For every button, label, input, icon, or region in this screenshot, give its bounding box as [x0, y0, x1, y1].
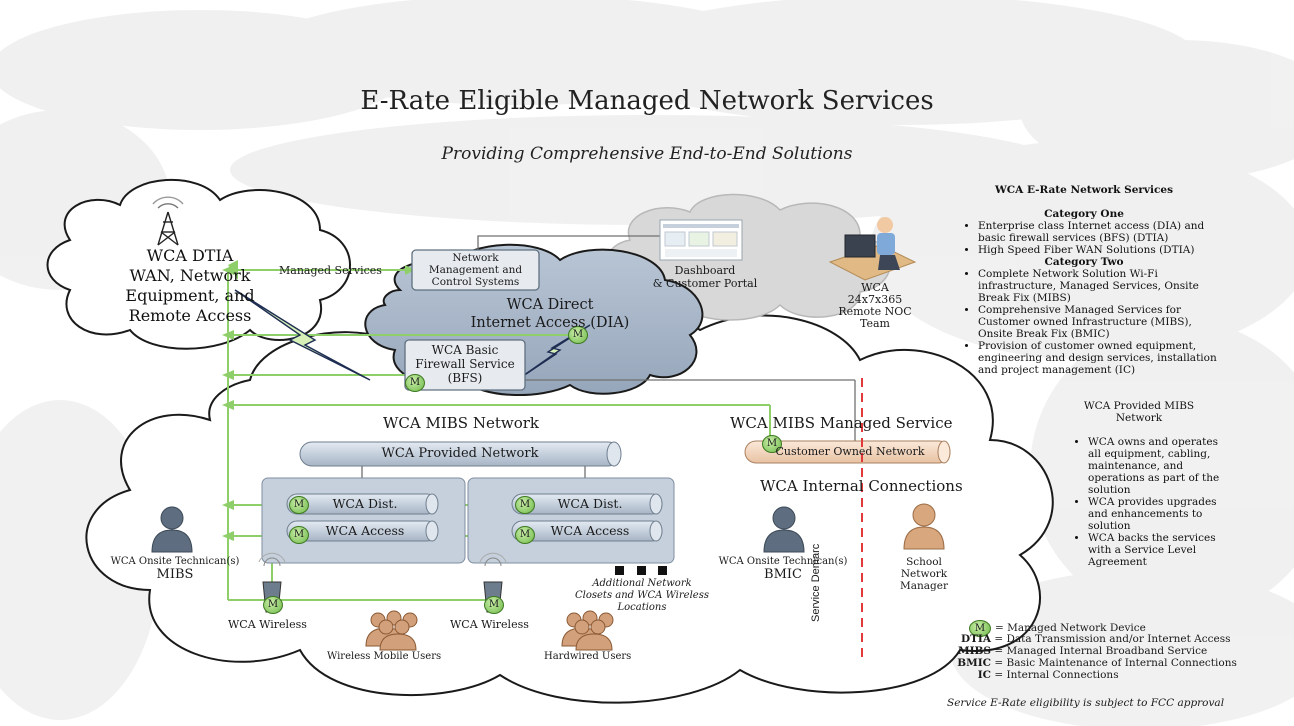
legend-row-bmic: BMIC = Basic Maintenance of Internal Con…: [957, 657, 1237, 669]
lightning-bolts: [234, 289, 591, 381]
list-item: WCA provides upgrades and enhancements t…: [1088, 496, 1228, 532]
legend-row-mibs: MIBS = Managed Internal Broadband Servic…: [958, 645, 1208, 657]
mibs-network-label: WCA MIBS Network: [383, 414, 540, 432]
legend-row-ic: IC = Internal Connections: [977, 669, 1119, 681]
dashboard-label: Dashboard& Customer Portal: [652, 264, 758, 290]
m-badge-customer: M: [762, 435, 782, 453]
school-manager-icon: [903, 503, 945, 550]
dtia-cloud-label: WCA DTIA WAN, Network Equipment, and Rem…: [125, 246, 255, 325]
m-badge-access-right: M: [515, 526, 535, 544]
dtia-cloud: [46, 179, 351, 350]
m-badge-access-left: M: [289, 526, 309, 544]
link-arrowheads: [222, 260, 415, 541]
dist-label-right: WCA Dist.: [557, 496, 623, 511]
nmcs-box: [411, 249, 540, 291]
managed-services-label: Managed Services: [279, 264, 382, 277]
service-demarc-label: Service Demarc: [810, 543, 822, 622]
category-two-heading: Category Two: [1044, 256, 1124, 268]
page-title: E-Rate Eligible Managed Network Services: [360, 86, 934, 116]
internal-connections-label: WCA Internal Connections: [760, 477, 963, 495]
wireless-users-icon: [365, 610, 418, 651]
wireless-users-label: Wireless Mobile Users: [327, 651, 442, 662]
customer-owned-pipe: [744, 440, 951, 464]
list-item: WCA backs the services with a Service Le…: [1088, 532, 1228, 568]
page-subtitle: Providing Comprehensive End-to-End Solut…: [441, 144, 853, 164]
legend-row-dtia: DTIA = Data Transmission and/or Internet…: [961, 633, 1231, 645]
m-badge-dia: M: [568, 326, 588, 344]
m-badge-bfs: M: [405, 374, 425, 392]
list-item: Enterprise class Internet access (DIA) a…: [978, 220, 1218, 244]
hardwired-users-label: Hardwired Users: [544, 651, 632, 662]
m-badge-dist-right: M: [515, 496, 535, 514]
list-item: WCA owns and operates all equipment, cab…: [1088, 436, 1228, 496]
services-panel: WCA E-Rate Network Services Category One…: [950, 184, 1218, 376]
category-one-heading: Category One: [1044, 208, 1124, 220]
technician-bmic-icon: [763, 506, 805, 553]
list-item: Comprehensive Managed Services for Custo…: [978, 304, 1218, 340]
access-label-right: WCA Access: [550, 523, 630, 538]
onsite-mibs-label: WCA Onsite Technican(s) MIBS: [110, 556, 240, 582]
hardwired-users-icon: [561, 610, 614, 651]
closet-pipes: [286, 493, 663, 542]
footnote: Service E-Rate eligibility is subject to…: [947, 697, 1225, 709]
list-item: High Speed Fiber WAN Solutions (DTIA): [978, 244, 1218, 256]
noc-operator: [828, 217, 917, 281]
access-label-left: WCA Access: [325, 523, 405, 538]
legend-row-m: M= Managed Network Device: [955, 620, 1146, 637]
category-one-list: Enterprise class Internet access (DIA) a…: [950, 220, 1218, 256]
technician-mibs-icon: [151, 506, 193, 553]
onsite-bmic-label: WCA Onsite Technican(s) BMIC: [718, 556, 848, 582]
wca-wireless-label-right: WCA Wireless: [450, 618, 529, 631]
m-badge-ap-right: M: [484, 596, 504, 614]
cell-tower: [152, 196, 184, 246]
wca-wireless-label-left: WCA Wireless: [228, 618, 307, 631]
list-item: Complete Network Solution Wi-Fi infrastr…: [978, 268, 1218, 304]
mibs-panel-list: WCA owns and operates all equipment, cab…: [1050, 436, 1228, 568]
bfs-box: [404, 339, 526, 391]
category-two-list: Complete Network Solution Wi-Fi infrastr…: [950, 268, 1218, 376]
mibs-managed-service-label: WCA MIBS Managed Service: [730, 414, 953, 432]
legend-m-badge: M: [969, 620, 991, 637]
dist-label-left: WCA Dist.: [332, 496, 398, 511]
dashboard-thumbnail: [659, 219, 743, 261]
ellipsis-squares: [615, 566, 667, 575]
customer-owned-network-label: Customer Owned Network: [775, 445, 925, 458]
grey-connectors: [361, 235, 856, 478]
provided-network-label: WCA Provided Network: [381, 446, 539, 461]
provided-network-pipe: [299, 441, 622, 467]
m-badge-dist-left: M: [289, 496, 309, 514]
m-badge-ap-left: M: [263, 596, 283, 614]
services-heading: WCA E-Rate Network Services: [995, 184, 1173, 196]
list-item: Provision of customer owned equipment, e…: [978, 340, 1218, 376]
